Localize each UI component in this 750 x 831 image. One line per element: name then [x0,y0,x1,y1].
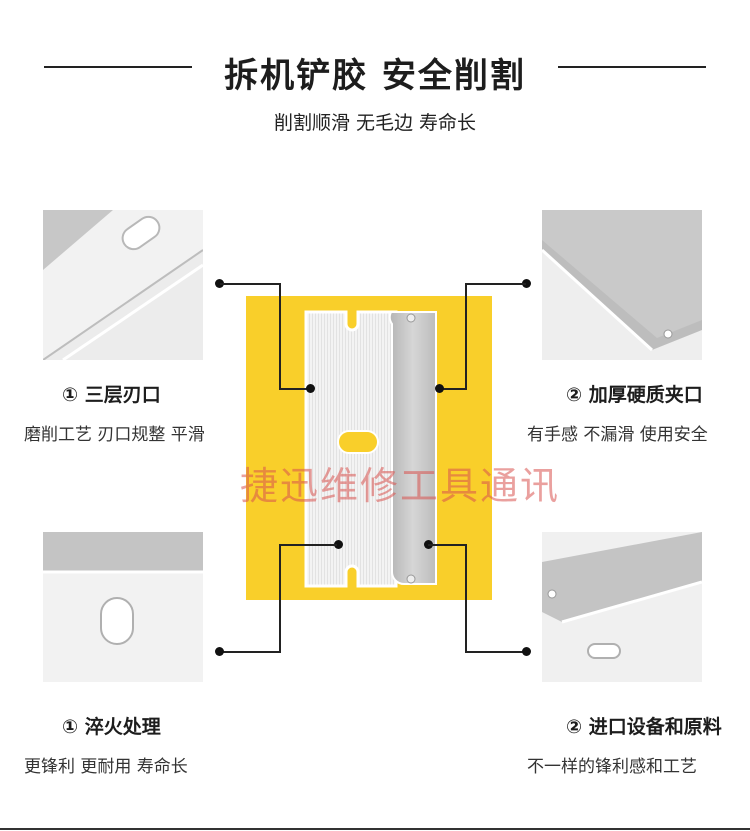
blade-clip-closeup-image [542,210,702,360]
blade-edge-closeup-image [43,210,203,360]
connector-line [279,388,311,390]
feature-3-desc: 更锋利 更耐用 寿命长 [24,757,188,777]
connector-line [465,651,525,653]
connector-dot [522,279,531,288]
bottom-rule [0,828,750,830]
feature-4-desc: 不一样的锋利感和工艺 [527,757,697,777]
blade-hole-closeup-image [43,532,203,682]
blade-material-closeup-image [542,532,702,682]
product-panel [246,296,492,600]
title-right-rule [558,66,706,68]
feature-3-label: ① 淬火处理 [62,716,161,738]
connector-line [465,283,467,389]
connector-line [220,283,280,285]
connector-dot [522,647,531,656]
connector-dot [435,384,444,393]
page-subtitle: 削割顺滑 无毛边 寿命长 [273,112,477,134]
connector-dot [215,279,224,288]
connector-dot [306,384,315,393]
feature-2-desc: 有手感 不漏滑 使用安全 [527,425,708,445]
page-title: 拆机铲胶 安全削割 [224,56,526,96]
connector-dot [215,647,224,656]
blades-illustration [304,310,437,588]
connector-line [279,544,281,652]
connector-line [220,651,281,653]
feature-2-label: ② 加厚硬质夹口 [566,384,703,406]
connector-line [428,544,467,546]
feature-1-label: ① 三层刃口 [62,384,161,406]
connector-line [466,283,526,285]
watermark-text: 捷迅维修工具通讯 [240,464,561,508]
connector-line [465,544,467,652]
feature-1-desc: 磨削工艺 刃口规整 平滑 [24,425,205,445]
title-left-rule [44,66,192,68]
connector-line [440,388,467,390]
connector-dot [334,540,343,549]
connector-line [279,544,337,546]
feature-4-label: ② 进口设备和原料 [566,716,722,738]
connector-line [279,283,281,389]
